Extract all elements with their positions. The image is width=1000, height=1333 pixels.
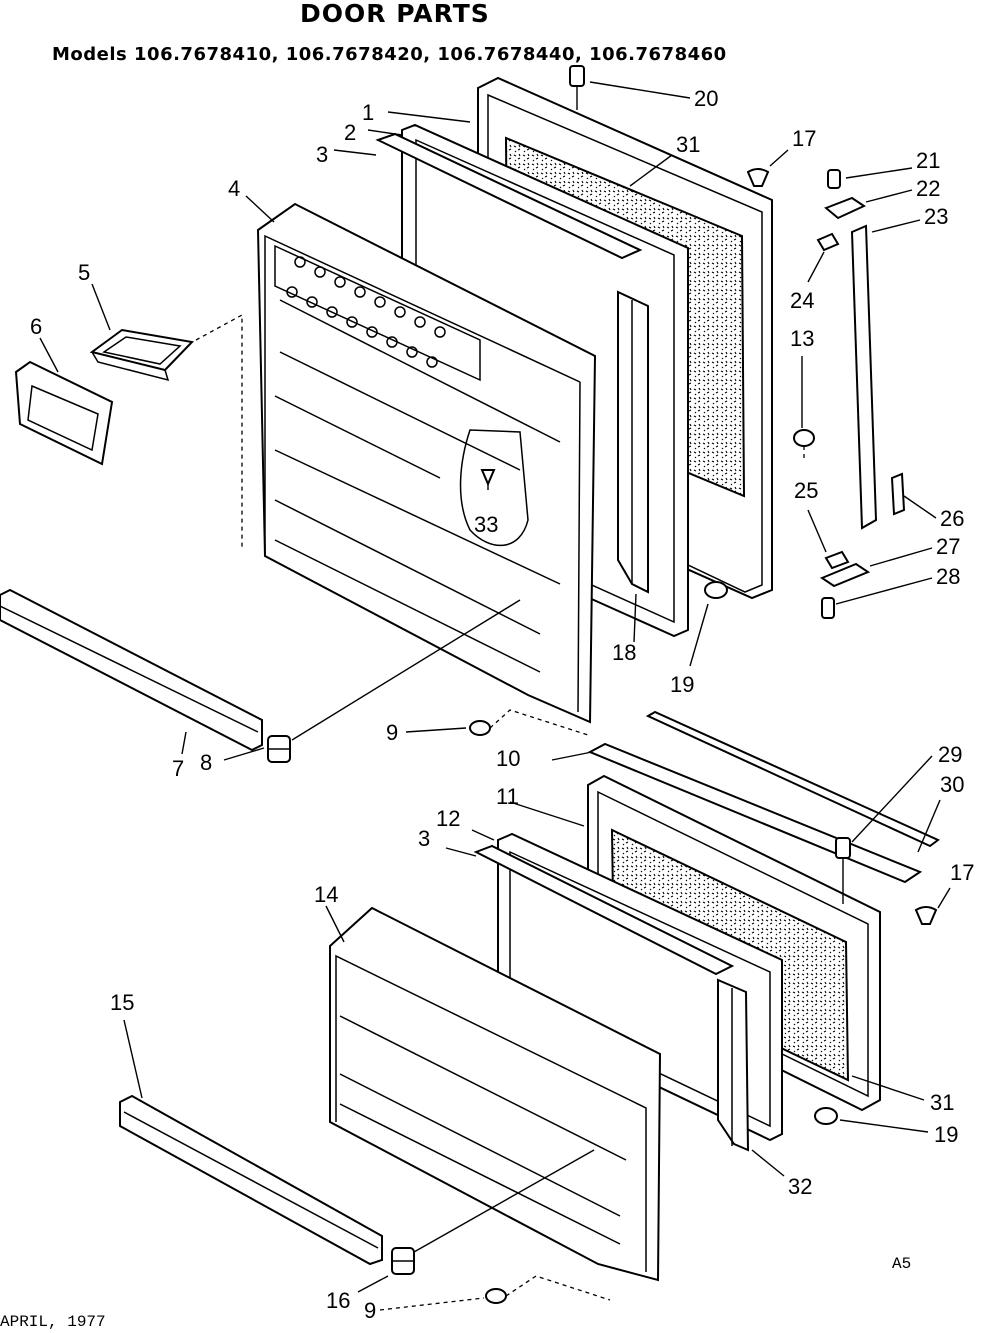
screw-lower bbox=[485, 1288, 507, 1304]
part-8-label: 8 bbox=[200, 750, 212, 775]
shelf-holes bbox=[286, 256, 446, 368]
handle-hardware bbox=[816, 169, 906, 619]
part-16-label: 16 bbox=[326, 1288, 350, 1313]
door-stop-upper bbox=[704, 581, 728, 599]
part-13-label: 13 bbox=[790, 326, 814, 351]
door-trim-lower bbox=[119, 1094, 383, 1266]
part-27-label: 27 bbox=[936, 534, 960, 559]
door-stop-lower bbox=[814, 1107, 838, 1125]
screw-33 bbox=[480, 469, 496, 490]
part-26-label: 26 bbox=[940, 506, 964, 531]
spring-clip bbox=[816, 232, 840, 252]
handle-cap-bottom bbox=[819, 562, 871, 588]
door-handle bbox=[850, 224, 878, 530]
handle-cap-top bbox=[824, 196, 867, 220]
part-20-label: 20 bbox=[694, 86, 718, 111]
callout-leaders bbox=[39, 81, 951, 1311]
page-title: DOOR PARTS bbox=[300, 0, 490, 28]
part-11-label: 11 bbox=[496, 784, 519, 809]
screw-upper bbox=[469, 720, 491, 736]
screw-plug-lower bbox=[914, 906, 938, 925]
part-12-label: 12 bbox=[436, 806, 460, 831]
part-30-label: 30 bbox=[940, 772, 964, 797]
part-4-label: 4 bbox=[228, 176, 240, 201]
part-17-label: 17 bbox=[792, 126, 816, 151]
part-15-label: 15 bbox=[110, 990, 134, 1015]
part-18-label: 18 bbox=[612, 640, 636, 665]
footer-date: APRIL, 1977 bbox=[0, 1313, 106, 1331]
part-5-label: 5 bbox=[78, 260, 90, 285]
vertical-channel-lower bbox=[717, 978, 750, 1152]
hinge-pin-upper bbox=[267, 735, 291, 763]
part-6-label: 6 bbox=[30, 314, 42, 339]
part-17-lower-label: 17 bbox=[950, 860, 974, 885]
part-3-label: 3 bbox=[316, 142, 328, 167]
part-31-lower-label: 31 bbox=[930, 1090, 954, 1115]
butter-tray bbox=[89, 328, 195, 382]
handle-screw-bottom bbox=[821, 597, 835, 619]
part-7-label: 7 bbox=[172, 756, 184, 781]
upper-door-assembly bbox=[0, 65, 815, 763]
models-label: Models 106.7678410, 106.7678420, 106.767… bbox=[52, 44, 727, 65]
footer-code: A5 bbox=[892, 1255, 911, 1273]
hinge-bushing bbox=[793, 429, 815, 462]
part-10-label: 10 bbox=[496, 746, 520, 771]
screw-plug-upper bbox=[746, 168, 770, 187]
part-24-label: 24 bbox=[790, 288, 814, 313]
gasket-strip-upper bbox=[375, 132, 643, 260]
screw-top bbox=[569, 65, 585, 110]
part-22-label: 22 bbox=[916, 176, 940, 201]
inner-door-liner-upper bbox=[256, 202, 597, 724]
lower-door-assembly bbox=[119, 710, 940, 1304]
part-9-lower-label: 9 bbox=[364, 1298, 376, 1323]
part-number-labels: 20 1 2 3 31 17 21 22 23 4 5 6 24 13 33 2… bbox=[30, 86, 974, 1323]
part-31-label: 31 bbox=[676, 132, 700, 157]
gasket-strip-lower bbox=[473, 844, 735, 976]
part-23-label: 23 bbox=[924, 204, 948, 229]
handle-bracket bbox=[890, 472, 906, 516]
part-14-label: 14 bbox=[314, 882, 338, 907]
part-19-label: 19 bbox=[670, 672, 694, 697]
door-trim-upper bbox=[0, 588, 263, 752]
screw-29 bbox=[835, 837, 851, 904]
vertical-channel-upper bbox=[617, 290, 649, 594]
part-33-label: 33 bbox=[474, 512, 498, 537]
part-32-label: 32 bbox=[788, 1174, 812, 1199]
part-9-label: 9 bbox=[386, 720, 398, 745]
part-19-lower-label: 19 bbox=[934, 1122, 958, 1147]
part-21-label: 21 bbox=[916, 148, 940, 173]
inner-door-liner-lower bbox=[329, 906, 662, 1282]
part-3-lower-label: 3 bbox=[418, 826, 430, 851]
hinge-pin-lower bbox=[391, 1247, 415, 1275]
part-25-label: 25 bbox=[794, 478, 818, 503]
part-28-label: 28 bbox=[936, 564, 960, 589]
handle-clip-bottom bbox=[824, 550, 850, 570]
part-29-label: 29 bbox=[938, 742, 962, 767]
part-1-label: 1 bbox=[362, 100, 374, 125]
part-2-label: 2 bbox=[344, 120, 356, 145]
handle-screw-top bbox=[827, 169, 841, 189]
tray-door bbox=[14, 360, 114, 466]
